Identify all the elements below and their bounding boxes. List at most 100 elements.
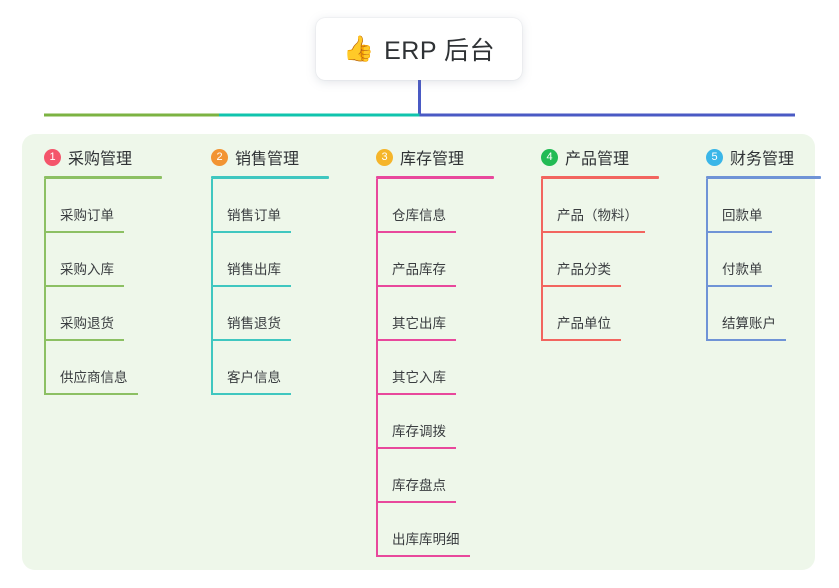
module-item-label: 回款单 [722, 208, 763, 223]
module-item[interactable]: 库存盘点 [362, 449, 522, 503]
module-item-rule [44, 339, 124, 341]
module-item-label: 客户信息 [227, 370, 281, 385]
module-item-label: 产品单位 [557, 316, 611, 331]
module-header[interactable]: 2 销售管理 [197, 145, 357, 169]
module-item-list: 销售订单销售出库销售退货客户信息 [197, 179, 357, 395]
module-item-label: 仓库信息 [392, 208, 446, 223]
module-item-rule [44, 393, 138, 395]
module-item[interactable]: 销售订单 [197, 179, 357, 233]
module-item-label: 采购订单 [60, 208, 114, 223]
module-item-rule [376, 393, 456, 395]
root-node[interactable]: 👍 ERP 后台 [316, 18, 522, 80]
module-spine [706, 179, 708, 341]
module-item-rule [44, 231, 124, 233]
module-item-rule [541, 231, 645, 233]
module-item-label: 库存调拨 [392, 424, 446, 439]
module-item-label: 库存盘点 [392, 478, 446, 493]
module-item-label: 其它出库 [392, 316, 446, 331]
module-title: 产品管理 [565, 151, 630, 168]
module-title: 采购管理 [68, 151, 133, 168]
module-title: 财务管理 [730, 151, 795, 168]
module-item-rule [211, 339, 291, 341]
module-item-label: 结算账户 [722, 316, 776, 331]
module-header[interactable]: 3 库存管理 [362, 145, 522, 169]
module-item[interactable]: 客户信息 [197, 341, 357, 395]
module-item[interactable]: 销售出库 [197, 233, 357, 287]
root-title: ERP 后台 [384, 37, 496, 65]
module-column: 5 财务管理回款单付款单结算账户 [692, 145, 839, 341]
thumbs-up-icon: 👍 [342, 34, 375, 63]
module-item[interactable]: 产品分类 [527, 233, 687, 287]
module-item[interactable]: 出库库明细 [362, 503, 522, 557]
module-item-label: 产品库存 [392, 262, 446, 277]
module-item-rule [376, 555, 470, 557]
module-item-label: 采购入库 [60, 262, 114, 277]
module-item[interactable]: 供应商信息 [30, 341, 190, 395]
module-item-rule [376, 339, 456, 341]
module-spine [44, 179, 46, 395]
module-title: 库存管理 [400, 151, 465, 168]
module-item-label: 出库库明细 [392, 532, 460, 547]
module-item[interactable]: 采购退货 [30, 287, 190, 341]
module-header-rule [44, 176, 162, 179]
module-item-rule [211, 393, 291, 395]
module-item-rule [376, 501, 456, 503]
module-item-list: 采购订单采购入库采购退货供应商信息 [30, 179, 190, 395]
module-item[interactable]: 付款单 [692, 233, 839, 287]
module-item[interactable]: 库存调拨 [362, 395, 522, 449]
module-item-rule [211, 285, 291, 287]
module-item[interactable]: 结算账户 [692, 287, 839, 341]
module-header[interactable]: 5 财务管理 [692, 145, 839, 169]
module-item-rule [706, 339, 786, 341]
module-item[interactable]: 产品单位 [527, 287, 687, 341]
module-item-list: 产品（物料） 产品分类产品单位 [527, 179, 687, 341]
module-spine [541, 179, 543, 341]
module-item-label: 产品（物料） [557, 208, 638, 223]
module-item[interactable]: 仓库信息 [362, 179, 522, 233]
module-item-rule [541, 285, 621, 287]
module-column: 3 库存管理仓库信息产品库存其它出库其它入库库存调拨库存盘点出库库明细 [362, 145, 522, 557]
module-index-badge: 4 [541, 148, 558, 166]
module-header[interactable]: 1 采购管理 [30, 145, 190, 169]
module-item[interactable]: 产品库存 [362, 233, 522, 287]
module-item-rule [376, 231, 456, 233]
modules-panel [22, 134, 815, 570]
module-item-label: 销售退货 [227, 316, 281, 331]
module-index-badge: 3 [376, 148, 393, 166]
module-item[interactable]: 其它出库 [362, 287, 522, 341]
module-item-label: 产品分类 [557, 262, 611, 277]
module-item-rule [541, 339, 621, 341]
module-item[interactable]: 回款单 [692, 179, 839, 233]
module-column: 4 产品管理产品（物料） 产品分类产品单位 [527, 145, 687, 341]
module-item-label: 其它入库 [392, 370, 446, 385]
module-item-label: 采购退货 [60, 316, 114, 331]
module-item[interactable]: 销售退货 [197, 287, 357, 341]
module-title: 销售管理 [235, 151, 300, 168]
module-column: 2 销售管理销售订单销售出库销售退货客户信息 [197, 145, 357, 395]
module-item[interactable]: 采购订单 [30, 179, 190, 233]
module-header[interactable]: 4 产品管理 [527, 145, 687, 169]
module-item-rule [706, 231, 772, 233]
module-item-label: 销售订单 [227, 208, 281, 223]
module-item[interactable]: 其它入库 [362, 341, 522, 395]
module-item-label: 付款单 [722, 262, 763, 277]
module-spine [376, 179, 378, 557]
module-index-badge: 5 [706, 148, 723, 166]
module-header-rule [706, 176, 821, 179]
module-item-list: 回款单付款单结算账户 [692, 179, 839, 341]
module-header-rule [376, 176, 494, 179]
module-item-rule [44, 285, 124, 287]
module-item[interactable]: 采购入库 [30, 233, 190, 287]
module-item-rule [706, 285, 772, 287]
module-index-badge: 1 [44, 148, 61, 166]
module-spine [211, 179, 213, 395]
module-index-badge: 2 [211, 148, 228, 166]
module-item-rule [376, 285, 456, 287]
module-header-rule [211, 176, 329, 179]
module-item-label: 供应商信息 [60, 370, 128, 385]
module-header-rule [541, 176, 659, 179]
module-item-label: 销售出库 [227, 262, 281, 277]
module-item[interactable]: 产品（物料） [527, 179, 687, 233]
module-item-list: 仓库信息产品库存其它出库其它入库库存调拨库存盘点出库库明细 [362, 179, 522, 557]
